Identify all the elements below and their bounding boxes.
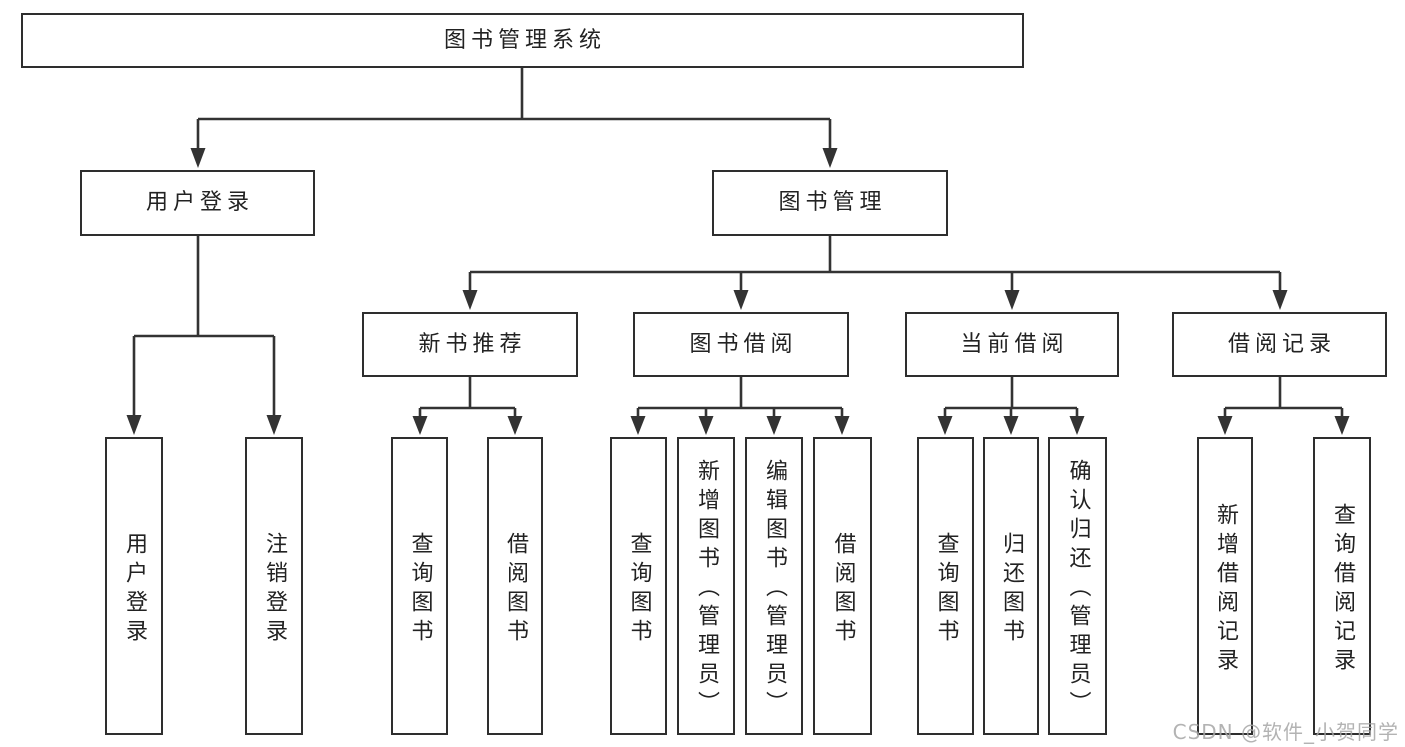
- arrowhead: [1217, 416, 1233, 435]
- node-root-label: 图书管理系统: [443, 27, 606, 53]
- leaf-edit-books-admin-label: 编辑图书（管理员）: [762, 459, 787, 720]
- arrowhead: [190, 148, 206, 168]
- node-current-borrowing-label: 当前借阅: [960, 331, 1069, 357]
- node-user-login-label: 用户登录: [145, 190, 254, 215]
- arrowhead: [1272, 290, 1288, 310]
- node-book-management-label: 图书管理: [778, 190, 887, 215]
- node-user-login: 用户登录: [80, 170, 315, 236]
- arrowhead: [412, 416, 428, 435]
- arrowhead: [698, 416, 714, 435]
- leaf-add-books-admin: 新增图书（管理员）: [677, 437, 735, 735]
- arrowhead: [266, 415, 282, 435]
- arrowhead: [733, 290, 749, 310]
- leaf-query-borrow-record-label: 查询借阅记录: [1330, 502, 1355, 677]
- node-new-book-recommend: 新书推荐: [362, 312, 578, 377]
- leaf-borrow-books-recommend: 借阅图书: [487, 437, 543, 735]
- arrowhead: [1003, 416, 1019, 435]
- leaf-borrow-books-borrowing-label: 借阅图书: [830, 531, 856, 648]
- connector-book-borrowing: [630, 377, 850, 435]
- arrowhead: [630, 416, 646, 435]
- leaf-logout-label: 注销登录: [262, 531, 287, 648]
- arrowhead: [834, 416, 850, 435]
- arrowhead: [766, 416, 782, 435]
- leaf-confirm-return-admin: 确认归还（管理员）: [1048, 437, 1107, 735]
- leaf-user-login-label: 用户登录: [122, 531, 147, 648]
- leaf-user-login: 用户登录: [105, 437, 163, 735]
- connector-current-borrowing: [937, 377, 1085, 435]
- connector-new-book-recommend: [412, 377, 523, 435]
- leaf-logout: 注销登录: [245, 437, 303, 735]
- arrowhead: [1334, 416, 1350, 435]
- leaf-query-books-current-label: 查询图书: [933, 531, 959, 648]
- node-borrowing-records-label: 借阅记录: [1227, 331, 1336, 357]
- connector-borrowing-records: [1217, 377, 1350, 435]
- connector-root: [190, 68, 838, 168]
- leaf-confirm-return-admin-label: 确认归还（管理员）: [1065, 459, 1091, 720]
- leaf-query-books-recommend: 查询图书: [391, 437, 448, 735]
- leaf-query-books-borrowing: 查询图书: [610, 437, 667, 735]
- node-book-borrowing: 图书借阅: [633, 312, 849, 377]
- arrowhead: [1004, 290, 1020, 310]
- arrowhead: [126, 415, 142, 435]
- leaf-borrow-books-borrowing: 借阅图书: [813, 437, 872, 735]
- arrowhead: [822, 148, 838, 168]
- node-book-management: 图书管理: [712, 170, 948, 236]
- arrowhead: [462, 290, 478, 310]
- node-borrowing-records: 借阅记录: [1172, 312, 1387, 377]
- arrowhead: [1069, 416, 1085, 435]
- leaf-borrow-books-recommend-label: 借阅图书: [503, 531, 528, 648]
- leaf-edit-books-admin: 编辑图书（管理员）: [745, 437, 803, 735]
- leaf-add-books-admin-label: 新增图书（管理员）: [694, 459, 719, 720]
- node-current-borrowing: 当前借阅: [905, 312, 1119, 377]
- leaf-query-borrow-record: 查询借阅记录: [1313, 437, 1371, 735]
- csdn-watermark: CSDN @软件_小贺同学: [1172, 720, 1399, 744]
- node-new-book-recommend-label: 新书推荐: [418, 331, 527, 357]
- leaf-query-books-recommend-label: 查询图书: [407, 531, 433, 648]
- leaf-query-books-current: 查询图书: [917, 437, 974, 735]
- arrowhead: [937, 416, 953, 435]
- connector-book-management: [462, 236, 1288, 310]
- arrowhead: [507, 416, 523, 435]
- connector-user-login: [126, 236, 282, 435]
- leaf-add-borrow-record: 新增借阅记录: [1197, 437, 1253, 735]
- leaf-query-books-borrowing-label: 查询图书: [626, 531, 652, 648]
- leaf-return-books: 归还图书: [983, 437, 1039, 735]
- node-root: 图书管理系统: [21, 13, 1024, 68]
- leaf-add-borrow-record-label: 新增借阅记录: [1213, 502, 1238, 677]
- node-book-borrowing-label: 图书借阅: [689, 331, 798, 357]
- leaf-return-books-label: 归还图书: [999, 531, 1024, 648]
